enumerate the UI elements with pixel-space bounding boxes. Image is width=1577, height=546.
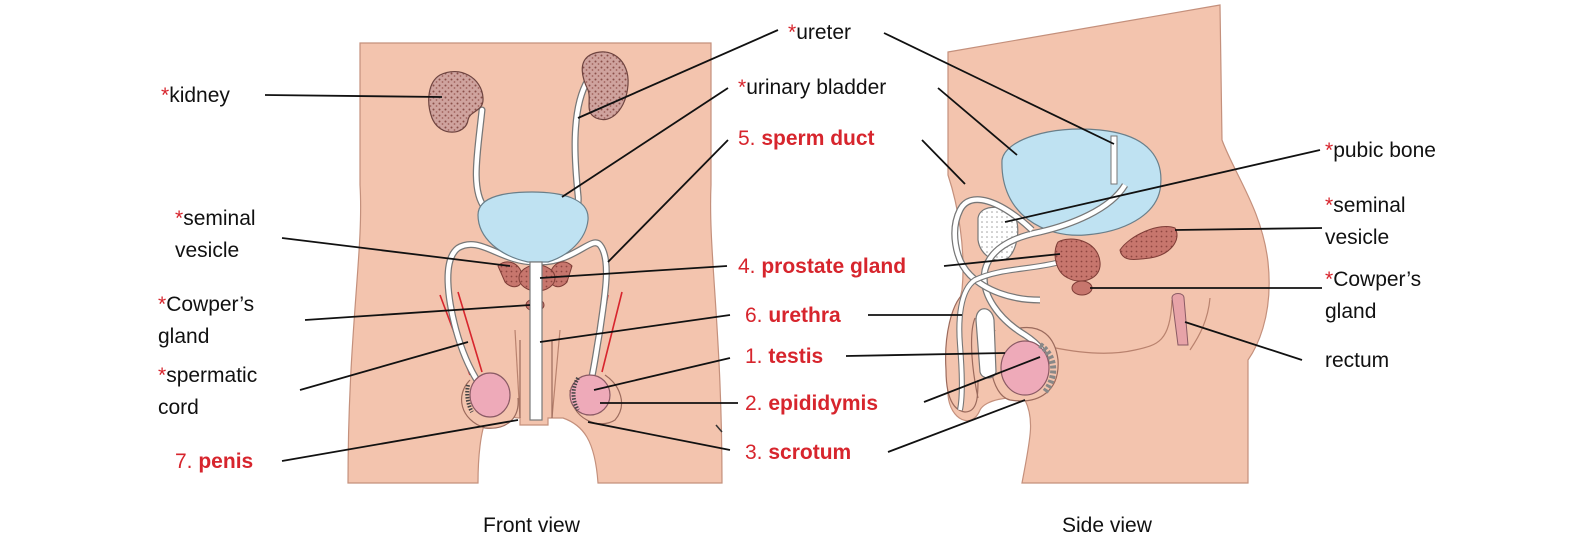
label-cowpers-gland-side-line1: *Cowper’s [1325, 268, 1422, 291]
label-penis: 7. penis [175, 450, 254, 473]
label-cowpers-gland-front-line1: *Cowper’s [158, 293, 255, 316]
label-sperm-duct: 5. sperm duct [738, 127, 875, 150]
side-view-figure [945, 4, 1270, 484]
front-testis-left [469, 372, 511, 418]
front-testis-right [569, 374, 611, 416]
side-testis [1000, 340, 1050, 396]
label-cowpers-gland-side-line2: gland [1325, 300, 1377, 323]
label-urinary-bladder: *urinary bladder [738, 76, 887, 99]
label-testis: 1. testis [745, 345, 824, 368]
label-prostate-gland: 4. prostate gland [738, 255, 907, 278]
label-urethra: 6. urethra [745, 304, 841, 327]
asterisk-marker: * [1325, 194, 1334, 217]
label-kidney: *kidney [161, 84, 230, 107]
side-seminal-vesicle [1119, 226, 1178, 261]
side-bladder [1001, 128, 1162, 236]
asterisk-marker: * [161, 84, 170, 107]
label-rectum: rectum [1325, 349, 1390, 372]
asterisk-marker: * [788, 21, 797, 44]
caption-side-view: Side view [1062, 514, 1152, 537]
front-kidney-left [428, 70, 484, 133]
label-seminal-vesicle-front-line2: vesicle [175, 239, 240, 262]
label-spermatic-cord-line2: cord [158, 396, 199, 419]
front-bladder [477, 191, 589, 263]
caption-front-view: Front view [483, 514, 580, 537]
asterisk-marker: * [175, 207, 184, 230]
label-seminal-vesicle-front-line1: *seminal [175, 207, 256, 230]
side-rectum [1171, 293, 1189, 346]
label-epididymis: 2. epididymis [745, 392, 879, 415]
label-seminal-vesicle-side-line2: vesicle [1325, 226, 1390, 249]
label-pubic-bone: *pubic bone [1325, 139, 1436, 162]
asterisk-marker: * [158, 364, 167, 387]
label-cowpers-gland-front-line2: gland [158, 325, 210, 348]
asterisk-marker: * [1325, 139, 1334, 162]
label-seminal-vesicle-side-line1: *seminal [1325, 194, 1406, 217]
label-ureter: *ureter [788, 21, 852, 44]
front-kidney-right [581, 51, 629, 121]
leader-lines [264, 29, 1323, 462]
side-prostate [1054, 238, 1101, 282]
front-view-figure [347, 42, 723, 484]
asterisk-marker: * [1325, 268, 1334, 291]
asterisk-marker: * [158, 293, 167, 316]
label-scrotum: 3. scrotum [745, 441, 852, 464]
label-spermatic-cord-line1: *spermatic [158, 364, 258, 387]
side-cowpers-gland [1071, 280, 1093, 296]
asterisk-marker: * [738, 76, 747, 99]
